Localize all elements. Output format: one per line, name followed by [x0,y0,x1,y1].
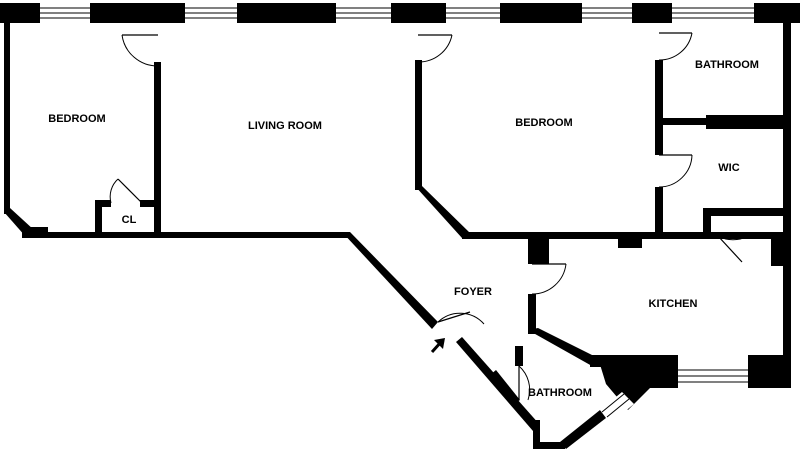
windows-top [40,5,754,22]
bedroom-left-walls [95,62,161,238]
room-label-closet: CL [122,214,137,226]
room-label-bedroom-left: BEDROOM [48,113,105,125]
bath-wic-walls [663,115,786,236]
room-label-bathroom-top: BATHROOM [695,59,759,71]
doors [109,32,749,401]
room-label-bathroom-bottom: BATHROOM [528,387,592,399]
room-label-living-room: LIVING ROOM [248,120,322,132]
room-label-kitchen: KITCHEN [649,298,698,310]
room-label-wic: WIC [718,162,739,174]
top-wall [0,3,800,23]
room-label-foyer: FOYER [454,286,492,298]
entry-arrow-icon [430,338,445,354]
foyer-kitchen-walls [490,238,791,422]
bedroom-right-walls [415,60,787,239]
room-label-bedroom-right: BEDROOM [515,117,572,129]
